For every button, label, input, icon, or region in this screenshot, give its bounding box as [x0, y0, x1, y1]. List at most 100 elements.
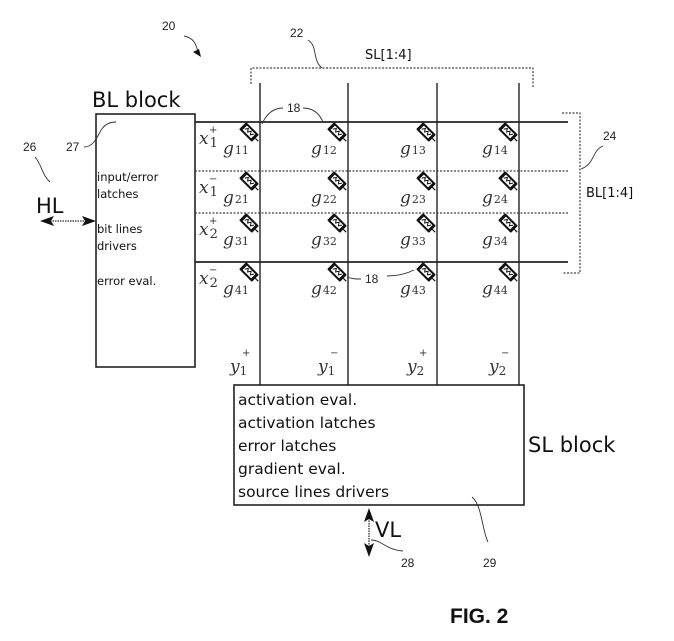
- conductance-index: 22: [323, 193, 337, 206]
- conductance-index: 42: [323, 284, 337, 297]
- figure-caption: FIG. 2: [450, 605, 508, 628]
- sl-block-line: error latches: [238, 437, 336, 455]
- conductance-index: 12: [323, 144, 337, 157]
- sl-block-line: activation latches: [238, 414, 376, 432]
- leader-28: [370, 539, 404, 552]
- leader-26: [34, 156, 51, 183]
- conductance-index: 34: [494, 235, 508, 248]
- memristor-icon: [498, 171, 518, 191]
- leader-18-b-right: [386, 269, 415, 277]
- double-arrow-horizontal-icon: [40, 216, 96, 226]
- input-sign: +: [209, 125, 217, 136]
- output-sign: +: [242, 348, 250, 359]
- bl-block-line: error eval.: [97, 274, 156, 288]
- sl-block-line: source lines drivers: [238, 483, 389, 501]
- conductance-label: g44: [482, 279, 508, 299]
- conductance-label: g13: [400, 139, 426, 159]
- memristor-icon: [416, 171, 436, 191]
- sl-bus-bracket: [250, 67, 534, 88]
- output-index: 1: [240, 364, 248, 378]
- memristor-icon: [239, 262, 259, 282]
- leader-27: [83, 121, 117, 148]
- memristor-icon: [327, 262, 347, 282]
- conductance-label: g11: [223, 139, 249, 159]
- output-index: 2: [417, 364, 425, 378]
- conductance-index: 41: [235, 284, 249, 297]
- output-index: 2: [499, 364, 507, 378]
- memristor-icon: [239, 213, 259, 233]
- output-label: y1: [229, 357, 247, 378]
- leader-18-right: [302, 107, 324, 123]
- input-sign: −: [209, 265, 217, 276]
- conductance-label: g12: [311, 139, 337, 159]
- output-sign: −: [330, 348, 338, 359]
- leader-22: [307, 39, 323, 69]
- input-index: 2: [210, 227, 218, 242]
- input-sign: +: [209, 216, 217, 227]
- conductance-index: 21: [235, 193, 249, 206]
- memristor-icon: [239, 171, 259, 191]
- sl-block: [233, 384, 525, 506]
- conductance-index: 43: [412, 284, 426, 297]
- output-label: y2: [488, 357, 506, 378]
- input-index: 1: [210, 136, 218, 151]
- memristor-icon: [416, 262, 436, 282]
- memristor-icon: [327, 122, 347, 142]
- memristor-icon: [498, 122, 518, 142]
- conductance-label: g14: [482, 139, 508, 159]
- input-index: 1: [210, 185, 218, 200]
- leader-18-b-left: [346, 276, 362, 280]
- memristor-icon: [239, 122, 259, 142]
- conductance-index: 23: [412, 193, 426, 206]
- hl-label: HL: [36, 194, 64, 218]
- conductance-label: g41: [223, 279, 249, 299]
- input-index: 2: [210, 276, 218, 291]
- conductance-label: g23: [400, 188, 426, 208]
- sl-block-title: SL block: [528, 433, 616, 457]
- sl-block-text: activation eval. activation latches error …: [238, 391, 389, 501]
- bl-block-line: drivers: [97, 239, 137, 253]
- ref-bl-block: 27: [66, 140, 80, 154]
- bl-block-line: input/error: [97, 170, 159, 184]
- ref-bit-lines: 24: [603, 129, 617, 143]
- bl-block: [95, 113, 196, 368]
- output-label: y1: [317, 357, 335, 378]
- sl-block-line: gradient eval.: [238, 460, 346, 478]
- conductance-label: g42: [311, 279, 337, 299]
- conductance-label: g24: [482, 188, 508, 208]
- ref-horizontal-link: 26: [23, 140, 37, 154]
- output-label: y2: [406, 357, 424, 378]
- conductance-index: 32: [323, 235, 337, 248]
- ref-source-lines: 22: [290, 26, 304, 40]
- memristor-icon: [416, 122, 436, 142]
- conductance-label: g33: [400, 230, 426, 250]
- double-arrow-vertical-icon: [364, 508, 374, 557]
- bl-block-line: bit lines: [97, 222, 142, 236]
- memristor-icon: [498, 213, 518, 233]
- memristor-icon: [416, 213, 436, 233]
- bl-bus-label: BL[1:4]: [586, 186, 633, 201]
- leader-18-left: [261, 107, 284, 125]
- conductance-label: g22: [311, 188, 337, 208]
- conductance-label: g43: [400, 279, 426, 299]
- sl-block-line: activation eval.: [238, 391, 357, 409]
- input-sign: −: [209, 174, 217, 185]
- leader-29: [471, 496, 489, 543]
- conductance-index: 11: [235, 144, 249, 157]
- leader-24: [580, 145, 604, 170]
- ref-memristor-bottom: 18: [365, 272, 379, 286]
- memristor-icon: [327, 213, 347, 233]
- conductance-index: 14: [494, 144, 508, 157]
- conductance-index: 24: [494, 193, 508, 206]
- conductance-label: g34: [482, 230, 508, 250]
- conductance-index: 33: [412, 235, 426, 248]
- sl-bus-label: SL[1:4]: [365, 48, 412, 63]
- ref-memristor-top: 18: [287, 101, 301, 115]
- conductance-index: 44: [494, 284, 508, 297]
- conductance-label: g31: [223, 230, 249, 250]
- bl-bus-bracket: [562, 112, 581, 274]
- memristor-icon: [498, 262, 518, 282]
